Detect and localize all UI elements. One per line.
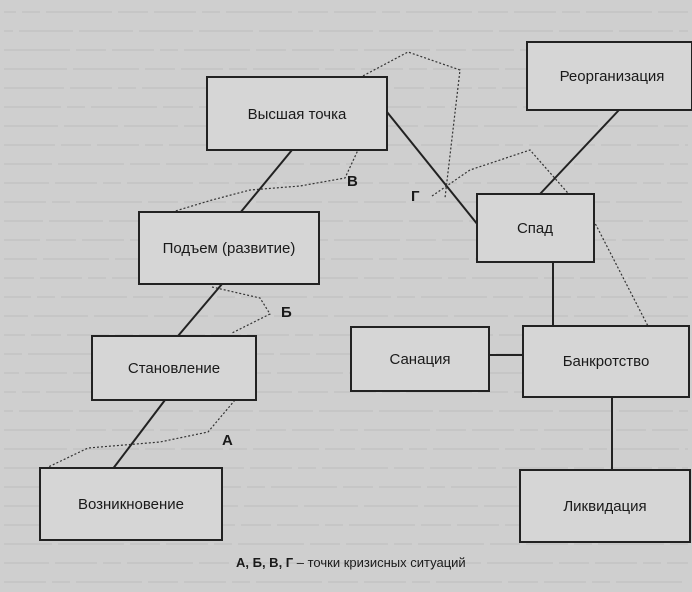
- crisis-point-a: А: [222, 432, 233, 449]
- box-growth: Подъем (развитие): [138, 211, 320, 285]
- caption-letters: А, Б, В, Г: [236, 555, 294, 570]
- box-liquidation-label: Ликвидация: [563, 498, 646, 515]
- connector-reorganization-decline: [539, 109, 620, 195]
- dotted-path-v: [171, 149, 359, 213]
- caption-text: – точки кризисных ситуаций: [293, 555, 466, 570]
- dotted-path-b: [211, 286, 271, 334]
- crisis-point-v: В: [347, 173, 358, 190]
- box-decline-label: Спад: [517, 220, 553, 237]
- box-origin-label: Возникновение: [78, 496, 184, 513]
- box-decline: Спад: [476, 193, 595, 263]
- crisis-point-b: Б: [281, 304, 292, 321]
- connector-peak-growth: [239, 149, 293, 214]
- box-reorganization: Реорганизация: [526, 41, 692, 111]
- connector-formation-origin: [111, 399, 166, 471]
- box-formation-label: Становление: [128, 360, 220, 377]
- box-sanation: Санация: [350, 326, 490, 392]
- box-peak-label: Высшая точка: [248, 106, 347, 123]
- box-formation: Становление: [91, 335, 257, 401]
- box-peak: Высшая точка: [206, 76, 388, 151]
- box-growth-label: Подъем (развитие): [163, 240, 296, 257]
- box-reorganization-label: Реорганизация: [560, 68, 665, 85]
- box-bankruptcy-label: Банкротство: [563, 353, 650, 370]
- box-sanation-label: Санация: [389, 351, 450, 368]
- dotted-path-g-right: [431, 149, 651, 331]
- connector-growth-formation: [177, 283, 223, 337]
- box-bankruptcy: Банкротство: [522, 325, 690, 398]
- box-liquidation: Ликвидация: [519, 469, 691, 543]
- box-origin: Возникновение: [39, 467, 223, 541]
- crisis-point-g: Г: [411, 188, 420, 205]
- diagram-caption: А, Б, В, Г – точки кризисных ситуаций: [236, 555, 466, 570]
- connector-peak-decline: [386, 111, 479, 226]
- dotted-path-a: [41, 399, 236, 471]
